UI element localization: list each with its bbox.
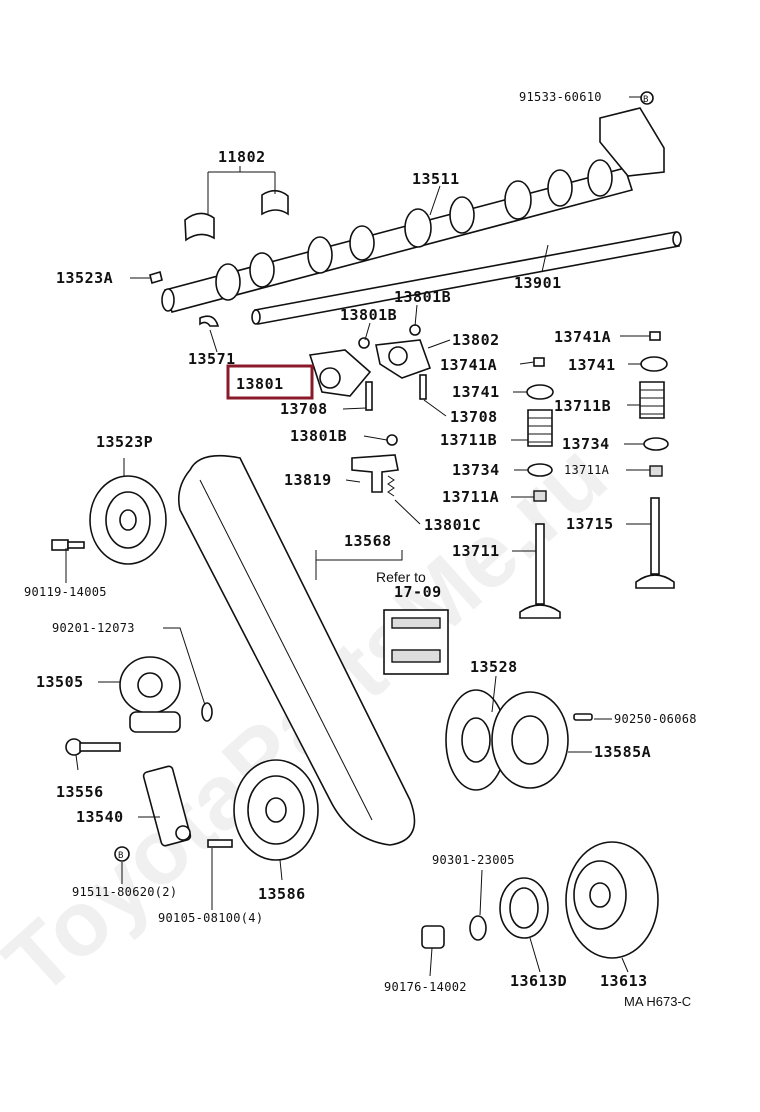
valve-exhaust-13715[interactable]: [635, 497, 675, 589]
label-90105[interactable]: 90105-08100(4): [158, 911, 263, 925]
label-13568[interactable]: 13568: [344, 532, 392, 550]
label-13523A[interactable]: 13523A: [56, 269, 113, 287]
label-90176[interactable]: 90176-14002: [384, 980, 467, 994]
label-13711A-b[interactable]: 13711A: [442, 488, 499, 506]
label-refer-page[interactable]: 17-09: [394, 583, 442, 601]
label-91511[interactable]: 91511-80620(2): [72, 885, 177, 899]
bolt-90176[interactable]: [421, 925, 445, 949]
label-13741-b[interactable]: 13741: [452, 383, 500, 401]
label-13571[interactable]: 13571: [188, 350, 236, 368]
label-13505[interactable]: 13505: [36, 673, 84, 691]
label-13711[interactable]: 13711: [452, 542, 500, 560]
label-13801B-b[interactable]: 13801B: [340, 306, 397, 324]
bolt-91511[interactable]: [114, 846, 130, 862]
label-13613[interactable]: 13613: [600, 972, 648, 990]
bolt-90105[interactable]: [207, 839, 233, 848]
leader-lines: [65, 96, 651, 977]
bolt-marker-b2: B: [118, 851, 124, 861]
label-90119[interactable]: 90119-14005: [24, 585, 107, 599]
label-13556[interactable]: 13556: [56, 783, 104, 801]
label-13741-a[interactable]: 13741: [568, 356, 616, 374]
rocker-arm-13802[interactable]: [375, 339, 432, 379]
label-13711B-a[interactable]: 13711B: [554, 397, 611, 415]
seal-13711A[interactable]: [533, 465, 663, 502]
timing-belt-13568[interactable]: [177, 454, 416, 846]
seal-13523A[interactable]: [149, 270, 163, 285]
pin-90250[interactable]: [573, 713, 593, 721]
crank-gear-13613[interactable]: [565, 841, 659, 959]
label-91533[interactable]: 91533-60610: [519, 90, 602, 104]
bolt-marker-b: B: [643, 95, 649, 105]
label-13801[interactable]: 13801: [236, 375, 284, 393]
label-90250[interactable]: 90250-06068: [614, 712, 697, 726]
label-13711B-b[interactable]: 13711B: [440, 431, 497, 449]
bearing-11802[interactable]: [184, 189, 289, 242]
label-13741A-a[interactable]: 13741A: [554, 328, 611, 346]
label-13540[interactable]: 13540: [76, 808, 124, 826]
ring-90301[interactable]: [469, 915, 487, 941]
label-13585A[interactable]: 13585A: [594, 743, 651, 761]
camshaft-pulley-13523P[interactable]: [89, 475, 167, 565]
label-13741A-b[interactable]: 13741A: [440, 356, 497, 374]
label-90201[interactable]: 90201-12073: [52, 621, 135, 635]
seat-13734[interactable]: [527, 437, 669, 477]
lever-13819[interactable]: [351, 454, 399, 497]
label-13523P[interactable]: 13523P: [96, 433, 153, 451]
idler-13505[interactable]: [119, 656, 181, 733]
highlight-box-13801: [226, 364, 314, 400]
label-13708-b[interactable]: 13708: [450, 408, 498, 426]
label-90301[interactable]: 90301-23005: [432, 853, 515, 867]
plate-13613D[interactable]: [499, 877, 549, 939]
label-13711A-a[interactable]: 13711A: [564, 463, 610, 477]
labels: 91533-60610 11802 13511 13523A 13901 138…: [24, 90, 697, 1009]
pin-13556[interactable]: [65, 738, 121, 756]
tensioner-13540[interactable]: [142, 765, 192, 847]
label-11802[interactable]: 11802: [218, 148, 266, 166]
label-13801B-a[interactable]: 13801B: [394, 288, 451, 306]
label-13801C[interactable]: 13801C: [424, 516, 481, 534]
label-refer-to: Refer to: [376, 569, 426, 585]
label-13734-a[interactable]: 13734: [562, 435, 610, 453]
camshaft-13511[interactable]: [161, 159, 634, 313]
washer-90201[interactable]: [201, 702, 213, 722]
label-13715[interactable]: 13715: [566, 515, 614, 533]
belt-label-box: [383, 609, 449, 675]
label-13801B-c[interactable]: 13801B: [290, 427, 347, 445]
label-13586[interactable]: 13586: [258, 885, 306, 903]
label-13802[interactable]: 13802: [452, 331, 500, 349]
valve-intake-13711[interactable]: [519, 523, 561, 619]
adjust-screw-13708[interactable]: [365, 374, 427, 411]
label-13511[interactable]: 13511: [412, 170, 460, 188]
label-13819[interactable]: 13819: [284, 471, 332, 489]
rocker-shaft-13901[interactable]: [251, 231, 682, 325]
bracket-91533[interactable]: B: [599, 91, 665, 177]
spring-13711B[interactable]: [527, 381, 665, 447]
bolt-90119[interactable]: [51, 539, 85, 551]
label-13734-b[interactable]: 13734: [452, 461, 500, 479]
diagram-code: MA H673-C: [624, 994, 691, 1009]
plate-13585A[interactable]: [491, 691, 569, 789]
label-13613D[interactable]: 13613D: [510, 972, 567, 990]
rocker-arm-13801[interactable]: [308, 349, 372, 397]
crank-pulley-13586[interactable]: [233, 759, 319, 861]
label-13901[interactable]: 13901: [514, 274, 562, 292]
clip-13571[interactable]: [199, 315, 220, 327]
label-13708-a[interactable]: 13708: [280, 400, 328, 418]
label-13528[interactable]: 13528: [470, 658, 518, 676]
